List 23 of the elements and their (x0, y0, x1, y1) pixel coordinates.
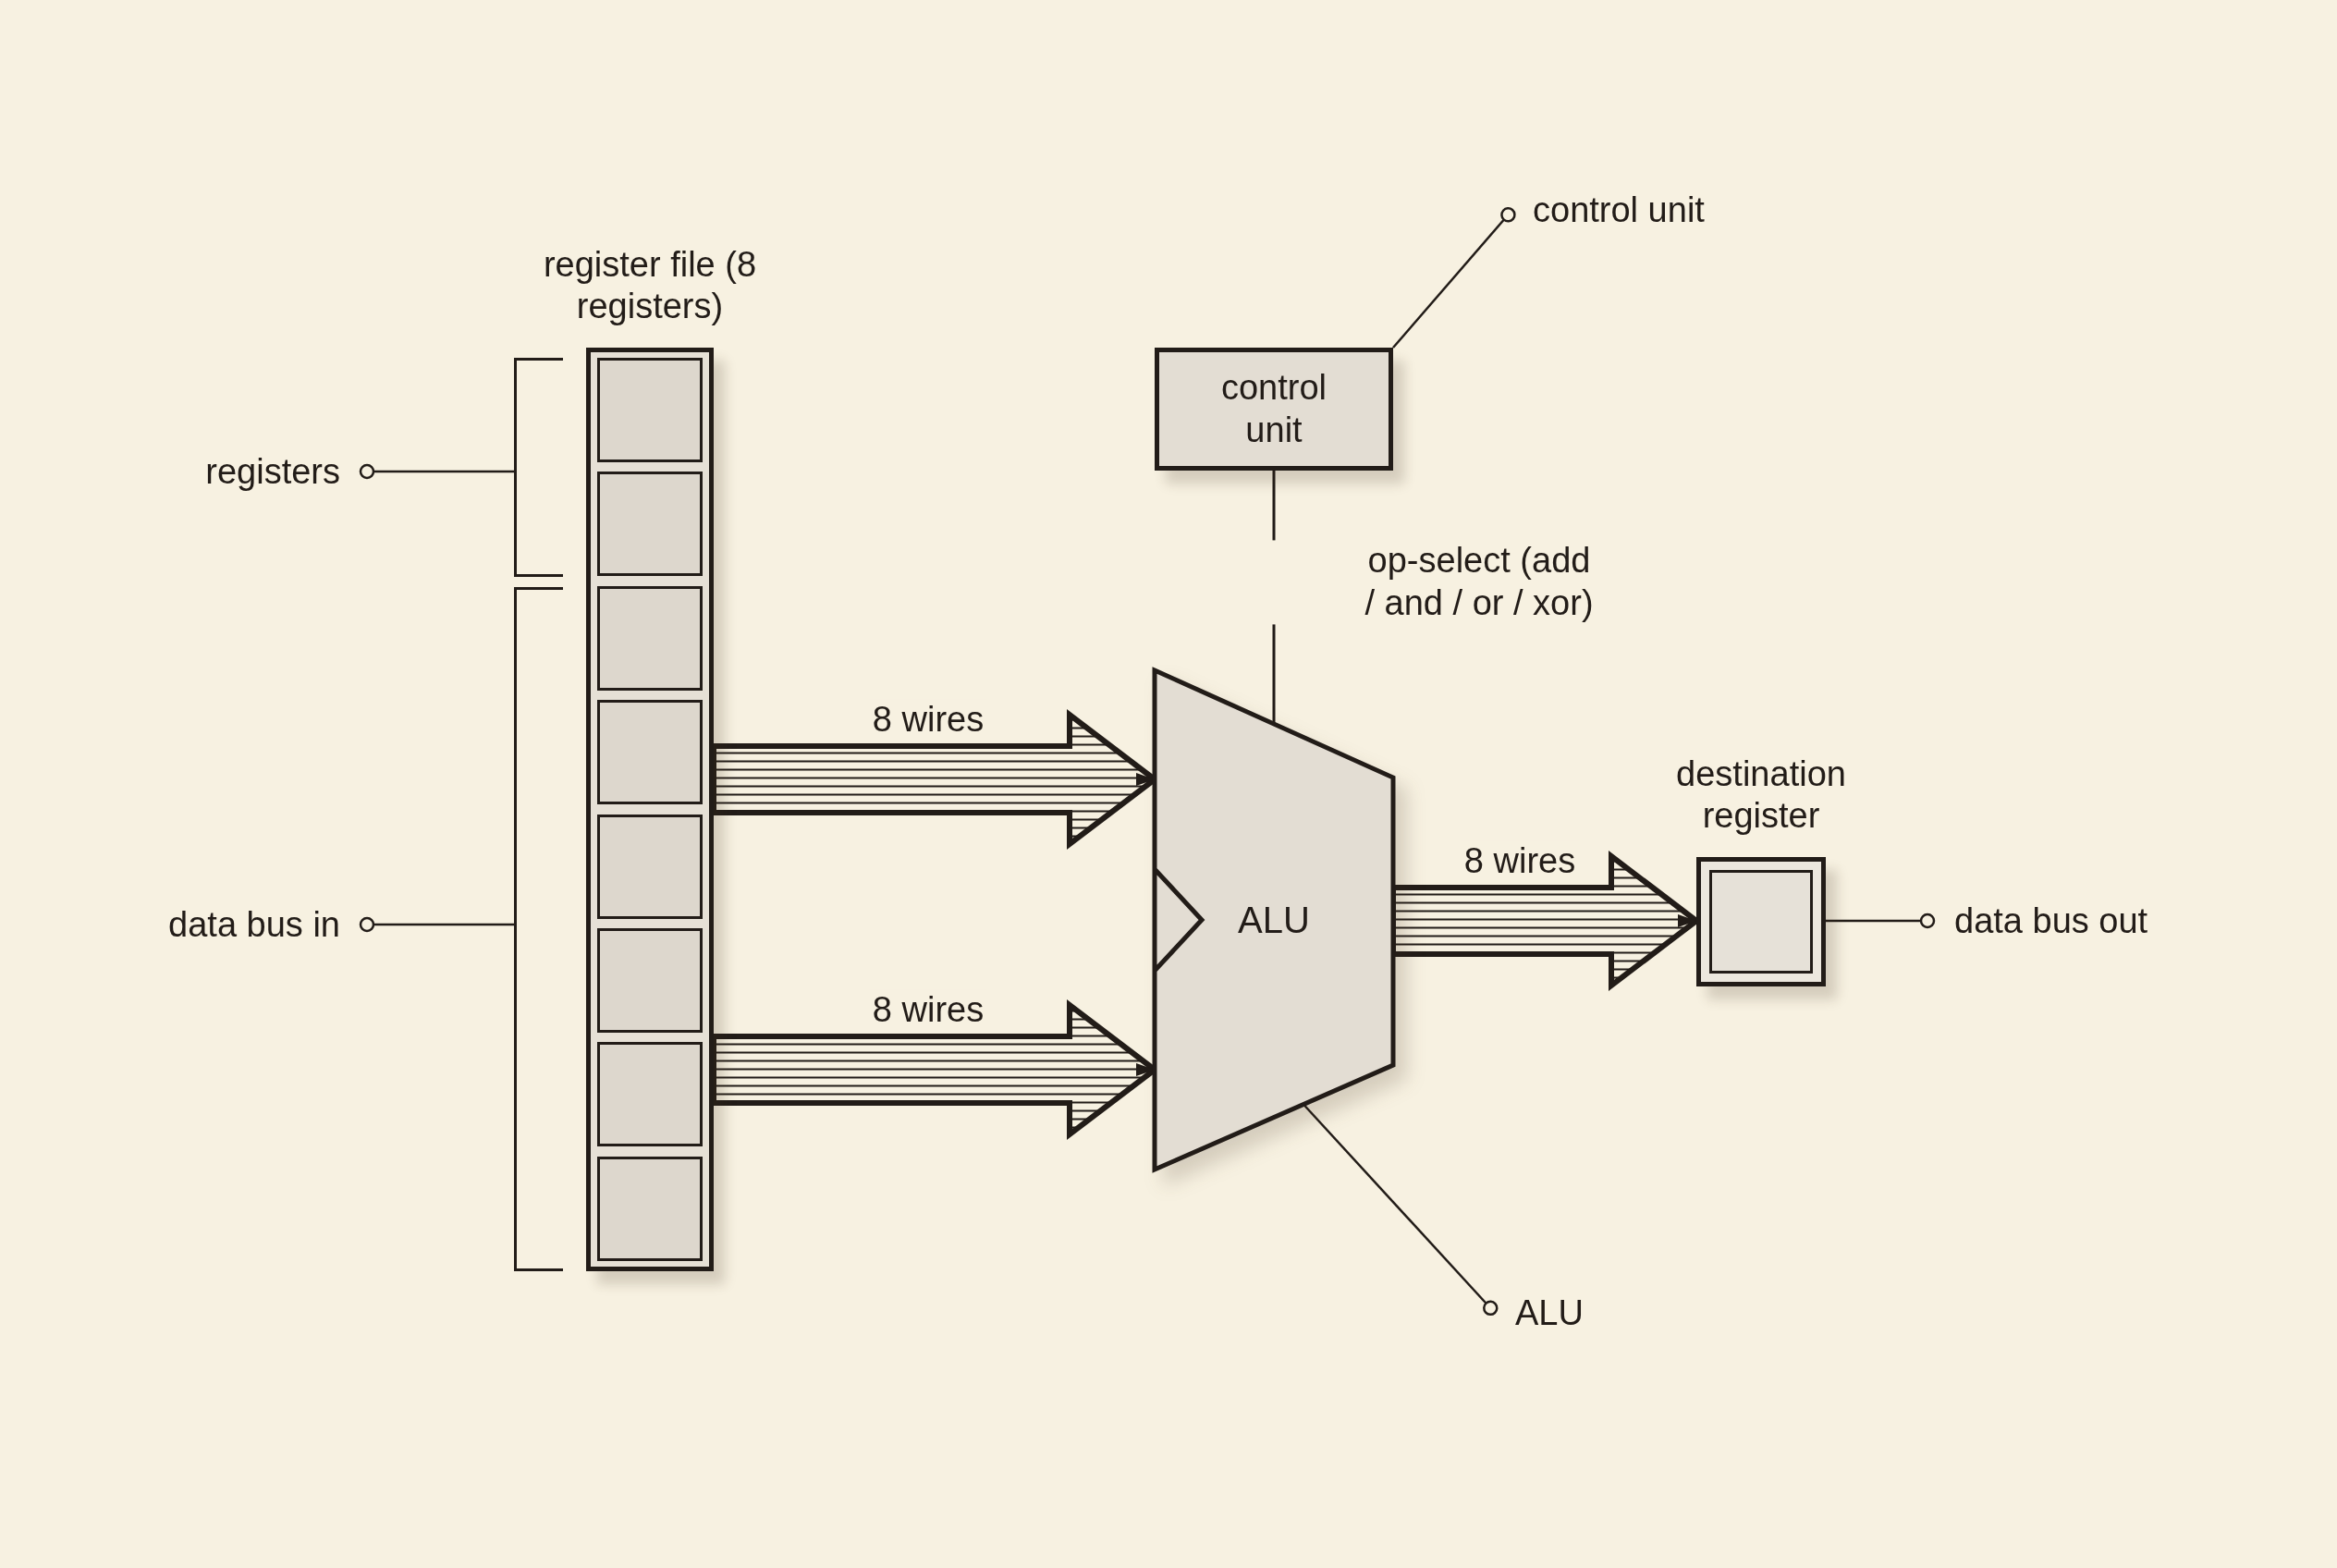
register-cell (597, 928, 703, 1033)
register-cell (597, 358, 703, 462)
callout-label: data bus in (168, 904, 340, 945)
register-cell (597, 1156, 703, 1261)
register-cell (597, 585, 703, 691)
register-cell (597, 472, 703, 577)
process-box (1155, 348, 1393, 471)
alu-label: ALU (1238, 899, 1310, 941)
callout-label: data bus out (1954, 900, 2148, 941)
leader-line (359, 463, 514, 480)
callout-label: ALU (1515, 1292, 1584, 1333)
box-label: control unit (1219, 366, 1328, 451)
register-cell (597, 1042, 703, 1147)
heading-label: register file (8 registers) (542, 243, 758, 328)
leader-line (359, 916, 514, 933)
leader-line (1392, 207, 1516, 349)
register-cell (597, 700, 703, 805)
leader-line (1826, 913, 1936, 929)
callout-label: control unit (1533, 190, 1705, 230)
register-cell (597, 814, 703, 919)
callout-label: registers (205, 451, 340, 492)
leader-line (1303, 1103, 1499, 1317)
heading-label: destination register (1675, 753, 1847, 838)
